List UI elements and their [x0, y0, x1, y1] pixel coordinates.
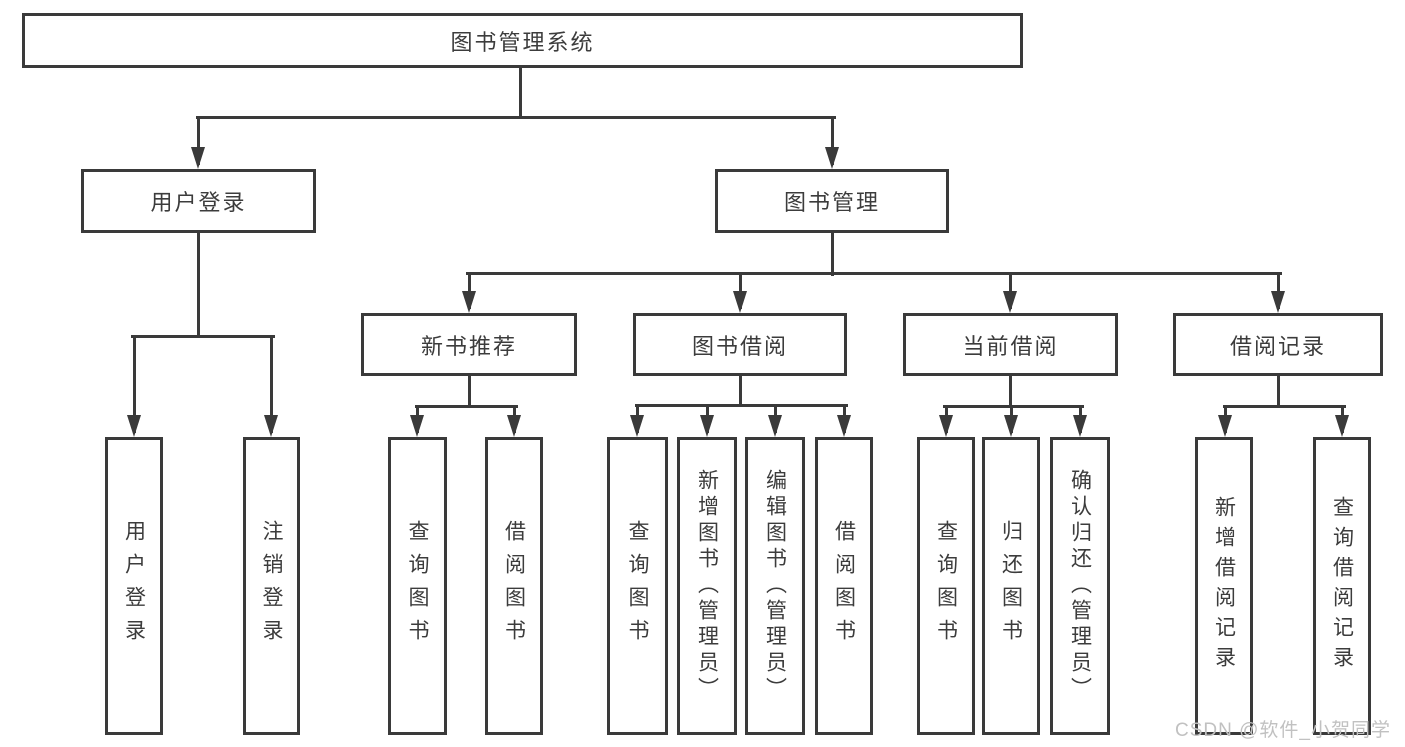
connector-hline — [130, 334, 275, 338]
connector-vline — [1276, 376, 1280, 408]
arrow-down-icon — [1271, 291, 1285, 313]
watermark: CSDN @软件_小贺同学 — [1175, 720, 1391, 741]
connector-arrow-shaft — [830, 117, 834, 165]
connector-vline — [196, 233, 200, 338]
arrow-down-icon — [462, 291, 476, 313]
connector-hline — [634, 403, 848, 407]
node-cur-return-book: 归还图书 — [982, 437, 1040, 735]
arrow-down-icon — [700, 415, 714, 437]
arrow-down-icon — [1073, 415, 1087, 437]
connector-arrow-shaft — [196, 117, 200, 165]
arrow-down-icon — [127, 415, 141, 437]
node-brec-query-record: 查询借阅记录 — [1313, 437, 1371, 735]
arrow-down-icon — [507, 415, 521, 437]
arrow-down-icon — [191, 147, 205, 169]
node-bor-add-book: 新增图书（管理员） — [677, 437, 737, 735]
arrow-down-icon — [837, 415, 851, 437]
connector-vline — [1008, 376, 1012, 408]
node-brec-add-record: 新增借阅记录 — [1195, 437, 1253, 735]
connector-hline — [1222, 404, 1346, 408]
node-rec-query-book: 查询图书 — [388, 437, 447, 735]
connector-vline — [738, 376, 742, 407]
connector-arrow-shaft — [269, 336, 273, 433]
arrow-down-icon — [1004, 415, 1018, 437]
node-root: 图书管理系统 — [22, 13, 1023, 68]
node-current-borrow: 当前借阅 — [903, 313, 1118, 376]
connector-vline — [518, 68, 522, 119]
node-bor-query-book: 查询图书 — [607, 437, 668, 735]
node-book-mgmt: 图书管理 — [715, 169, 949, 233]
node-book-borrow: 图书借阅 — [633, 313, 847, 376]
arrow-down-icon — [1218, 415, 1232, 437]
node-login-user-login: 用户登录 — [105, 437, 163, 735]
node-cur-confirm-return: 确认归还（管理员） — [1050, 437, 1110, 735]
arrow-down-icon — [1335, 415, 1349, 437]
connector-hline — [942, 404, 1084, 408]
node-bor-edit-book: 编辑图书（管理员） — [745, 437, 805, 735]
node-bor-borrow-book: 借阅图书 — [815, 437, 873, 735]
node-user-login: 用户登录 — [81, 169, 316, 233]
node-rec-borrow-book: 借阅图书 — [485, 437, 543, 735]
connector-hline — [465, 271, 1282, 275]
connector-arrow-shaft — [132, 336, 136, 433]
connector-hline — [414, 404, 518, 408]
arrow-down-icon — [825, 147, 839, 169]
node-borrow-records: 借阅记录 — [1173, 313, 1383, 376]
node-login-logout: 注销登录 — [243, 437, 300, 735]
arrow-down-icon — [630, 415, 644, 437]
node-new-book-rec: 新书推荐 — [361, 313, 577, 376]
node-cur-query-book: 查询图书 — [917, 437, 975, 735]
arrow-down-icon — [939, 415, 953, 437]
connector-hline — [195, 115, 836, 119]
arrow-down-icon — [733, 291, 747, 313]
arrow-down-icon — [410, 415, 424, 437]
arrow-down-icon — [1003, 291, 1017, 313]
connector-vline — [830, 233, 834, 276]
arrow-down-icon — [264, 415, 278, 437]
connector-vline — [467, 376, 471, 408]
arrow-down-icon — [768, 415, 782, 437]
